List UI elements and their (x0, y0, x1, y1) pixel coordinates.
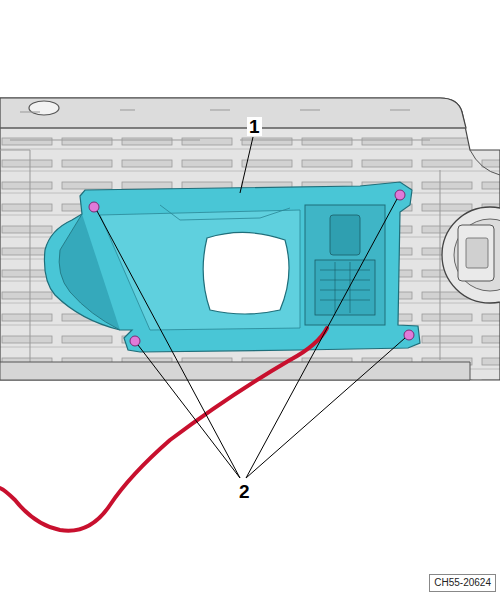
callout-number: 1 (247, 117, 262, 136)
figure-id-box: CH55-20624 (429, 574, 496, 592)
sensor-mount (442, 207, 500, 303)
callout-number: 2 (237, 482, 252, 501)
leader-line (97, 137, 405, 478)
grille-top-bar (0, 98, 466, 128)
screw (89, 190, 414, 346)
figure-id: CH55-20624 (434, 576, 491, 590)
grille-frame (0, 98, 500, 380)
wire (0, 328, 327, 531)
grille-hole (29, 101, 59, 115)
bracket (44, 182, 420, 352)
